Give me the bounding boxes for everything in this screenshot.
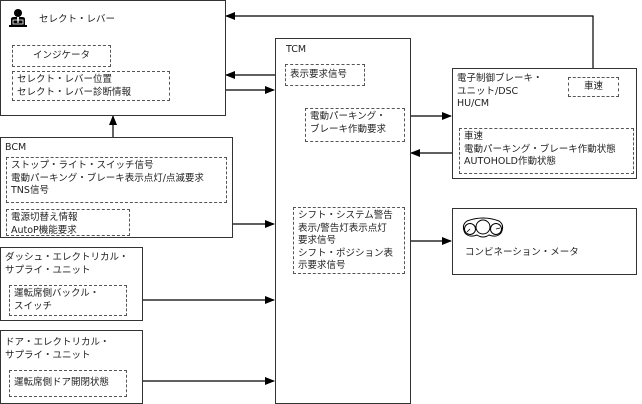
gauge-cluster-icon xyxy=(461,217,505,239)
buckle-switch-box: 運転席側バックル・ スイッチ xyxy=(9,285,127,316)
brake-title-line3: HU/CM xyxy=(457,98,490,109)
indicator-label: インジケータ xyxy=(32,50,90,61)
dash-ecu-title: ダッシュ・エレクトリカル・ サプライ・ユニット xyxy=(5,252,129,277)
display-request-box: 表示要求信号 xyxy=(285,64,365,86)
signal-speed: 車速 xyxy=(464,131,484,142)
brake-signals-box: 車速 電動パーキング・ブレーキ作動状態 AUTOHOLD作動状態 xyxy=(459,128,634,174)
door-status-box: 運転席側ドア開閉状態 xyxy=(9,370,127,397)
bcm-signals-b-box: 電源切替え情報 AutoP機能要求 xyxy=(6,209,130,236)
lever-signals-box: セレクト・レバー位置 セレクト・レバー診断情報 xyxy=(12,71,170,101)
brake-title-line2: ユニット/DSC xyxy=(457,85,519,97)
door-ecu-title: ドア・エレクトリカル・ サプライ・ユニット xyxy=(5,337,110,362)
vehicle-speed-box: 車速 xyxy=(568,77,619,97)
indicator-box: インジケータ xyxy=(12,45,111,67)
signal-lever-diagnosis: セレクト・レバー診断情報 xyxy=(17,86,132,98)
signal-tns: TNS信号 xyxy=(11,185,49,196)
signal-power-switch: 電源切替え情報 xyxy=(11,212,78,223)
signal-vehicle-speed: 車速 xyxy=(583,81,603,92)
signal-autop: AutoP機能要求 xyxy=(11,224,77,236)
epb-request-box: 電動パーキング・ ブレーキ作動要求 xyxy=(305,108,405,142)
signal-shift-3: 要求信号 xyxy=(298,235,337,246)
bcm-title: BCM xyxy=(5,142,27,153)
door-ecu-title-line1: ドア・エレクトリカル・ xyxy=(5,337,110,348)
signal-autohold: AUTOHOLD作動状態 xyxy=(464,156,556,167)
signal-buckle-2: スイッチ xyxy=(14,300,53,312)
signal-epb-display: 電動パーキング・ブレーキ表示点灯/点滅要求 xyxy=(11,172,204,184)
dash-ecu-title-line1: ダッシュ・エレクトリカル・ xyxy=(5,252,129,263)
signal-display-request: 表示要求信号 xyxy=(290,69,348,80)
signal-lever-position: セレクト・レバー位置 xyxy=(17,74,113,85)
signal-epb-request-2: ブレーキ作動要求 xyxy=(310,123,387,135)
signal-door-status: 運転席側ドア開閉状態 xyxy=(14,377,110,388)
signal-shift-5: 示要求信号 xyxy=(298,260,346,271)
tcm-title: TCM xyxy=(286,44,307,55)
signal-buckle-1: 運転席側バックル・ xyxy=(14,288,100,299)
signal-epb-request-1: 電動パーキング・ xyxy=(310,111,386,122)
driver-icon xyxy=(8,8,28,28)
bcm-signals-a-box: ストップ・ライト・スイッチ信号 電動パーキング・ブレーキ表示点灯/点滅要求 TN… xyxy=(6,157,227,203)
select-lever-title: セレクト・レバー xyxy=(39,14,116,25)
shift-signals-box: シフト・システム警告 表示/警告灯表示点灯 要求信号 シフト・ポジション表 示要… xyxy=(293,207,405,274)
signal-shift-4: シフト・ポジション表 xyxy=(298,247,394,259)
signal-stop-light: ストップ・ライト・スイッチ信号 xyxy=(11,160,154,171)
signal-epb-status: 電動パーキング・ブレーキ作動状態 xyxy=(464,143,616,155)
door-ecu-title-line2: サプライ・ユニット xyxy=(5,349,91,361)
combination-meter-box: コンビネーション・メータ xyxy=(452,208,637,275)
combination-meter-title: コンビネーション・メータ xyxy=(465,247,579,258)
signal-shift-1: シフト・システム警告 xyxy=(298,210,393,221)
signal-shift-2: 表示/警告灯表示点灯 xyxy=(298,222,387,234)
brake-title-line1: 電子制御ブレーキ・ xyxy=(457,73,543,84)
brake-unit-title: 電子制御ブレーキ・ ユニット/DSC HU/CM xyxy=(457,73,543,111)
dash-ecu-title-line2: サプライ・ユニット xyxy=(5,264,91,276)
